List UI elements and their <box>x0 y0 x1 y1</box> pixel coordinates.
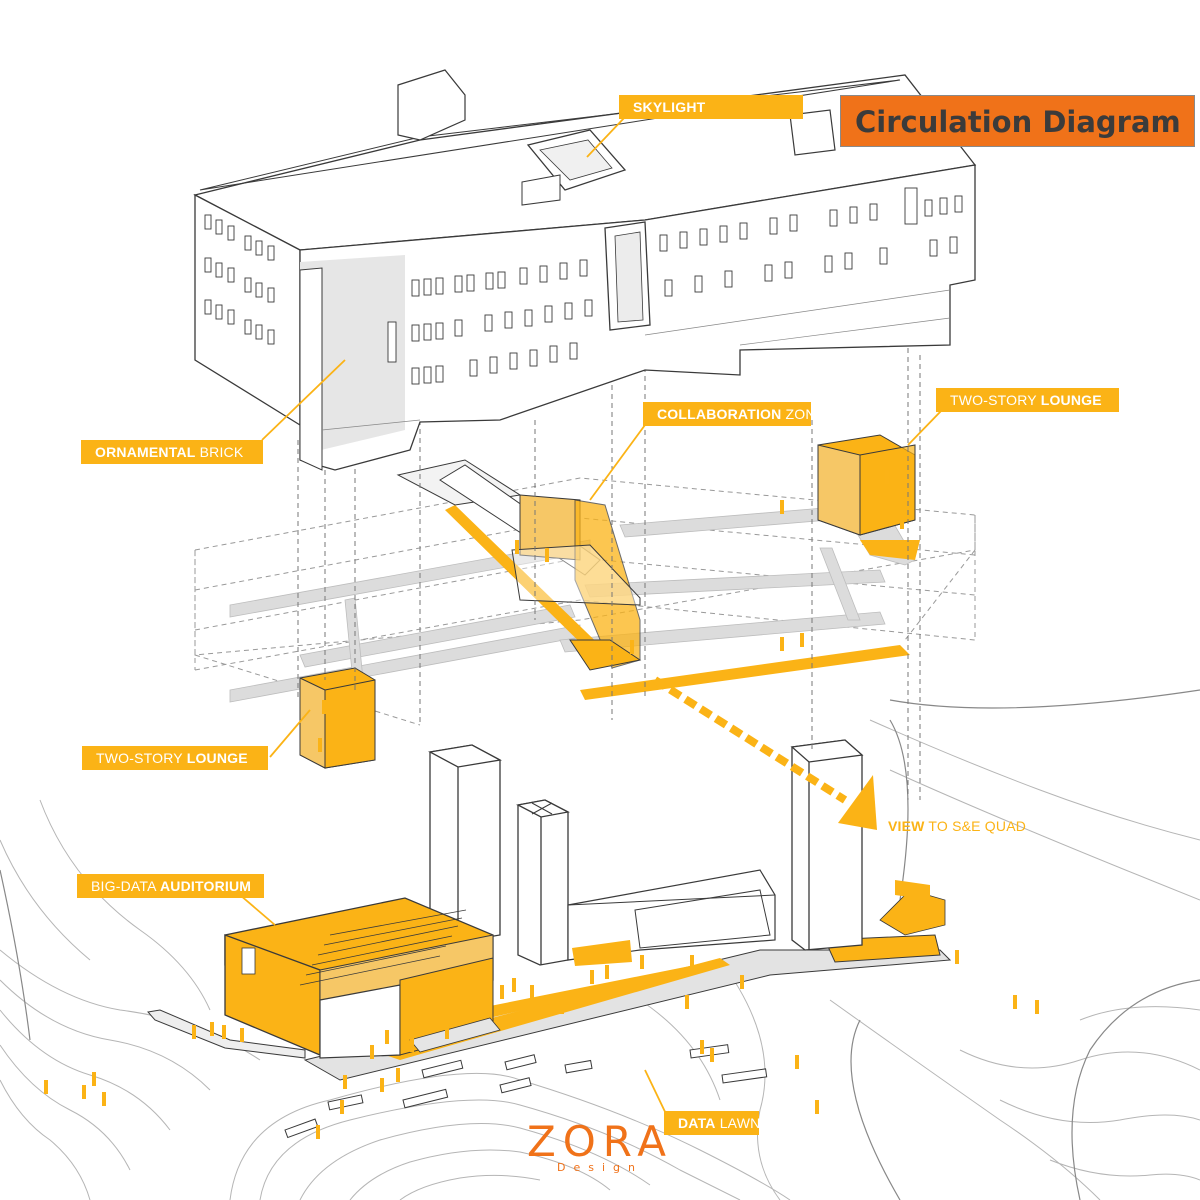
label-view-to-quad: VIEW TO S&E QUAD <box>888 818 1027 834</box>
leader-lines <box>239 116 943 1119</box>
label-big-data-auditorium: BIG-DATA AUDITORIUM <box>77 874 264 898</box>
facade-windows <box>204 187 963 385</box>
logo-subtitle: Design <box>557 1161 643 1174</box>
ground-level <box>147 739 952 1139</box>
zora-logo: ZORA Design <box>520 1120 680 1174</box>
label-skylight: SKYLIGHT <box>619 95 803 119</box>
label-data-lawn: DATA LAWN <box>664 1111 760 1135</box>
site-roads <box>0 689 1200 1200</box>
label-two-story-lounge-left: TWO-STORY LOUNGE <box>82 746 268 770</box>
view-arrow <box>652 676 877 830</box>
auditorium-volume <box>224 897 501 1059</box>
people-figures <box>44 470 1039 1139</box>
collaboration-volume <box>396 459 642 671</box>
upper-building <box>193 69 977 471</box>
site-contours <box>0 719 1200 1200</box>
label-collaboration-zone: COLLABORATION ZONE <box>643 402 825 426</box>
label-ornamental-brick: ORNAMENTAL BRICK <box>81 440 263 464</box>
page-title: Circulation Diagram <box>840 95 1195 147</box>
lounge-top-volume <box>817 434 916 536</box>
lounge-left-volume <box>299 667 376 769</box>
label-two-story-lounge-top: TWO-STORY LOUNGE <box>936 388 1119 412</box>
logo-wordmark: ZORA <box>526 1117 674 1166</box>
projection-lines <box>297 330 921 800</box>
